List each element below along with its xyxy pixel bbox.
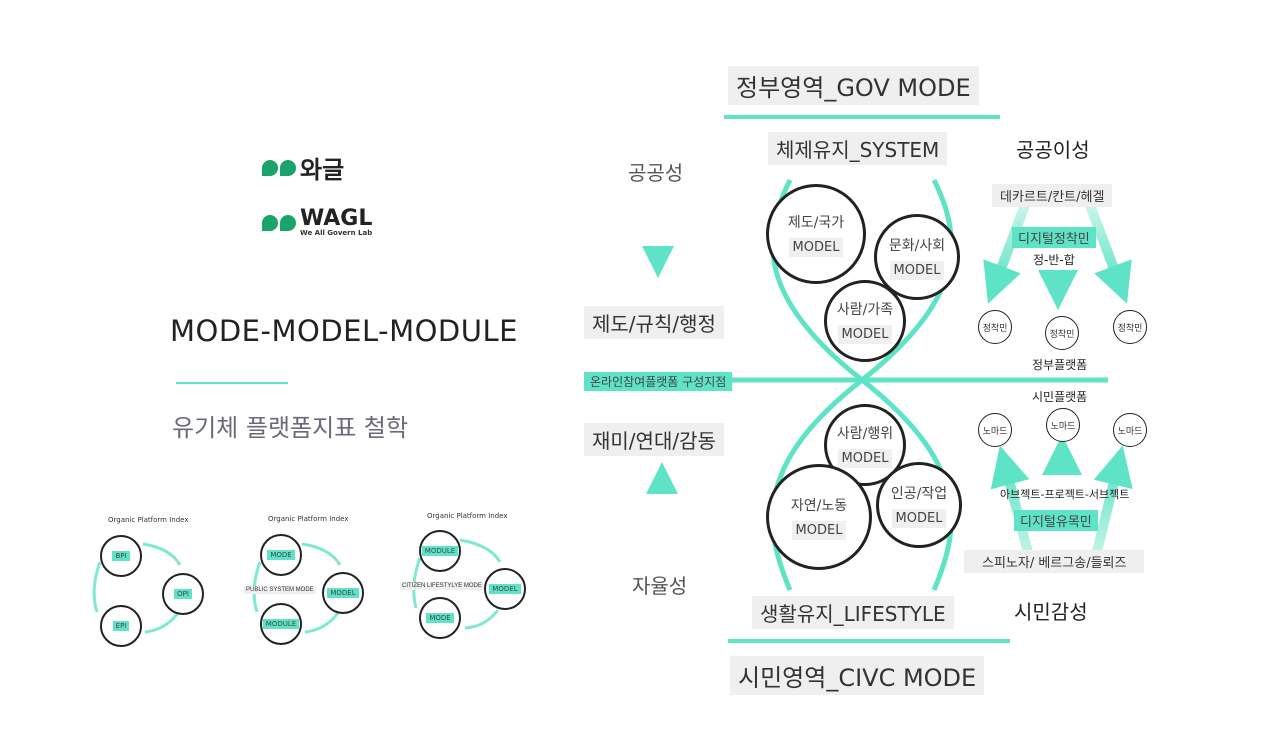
citizen-sensibility-label: 시민감성 xyxy=(1014,600,1088,624)
mini-label: PUBLIC SYSTEM MODE xyxy=(244,586,316,594)
system-label: 체제유지_SYSTEM xyxy=(768,132,948,165)
nomad-node: 노마드 xyxy=(1046,408,1080,442)
settler-node: 정착민 xyxy=(978,310,1012,344)
institution-label: 제도/규칙/행정 xyxy=(584,306,724,339)
mini-node: OPI xyxy=(162,573,204,615)
speech-bubble-icon xyxy=(280,159,296,176)
publicness-label: 공공성 xyxy=(628,161,684,185)
mini-node: BPI xyxy=(100,535,142,577)
subtitle: 유기체 플랫폼지표 철학 xyxy=(172,414,409,442)
philosophers-bottom: 스피노자/ 베르그송/들뢰즈 xyxy=(964,550,1145,573)
mini-node: MODEL xyxy=(484,568,526,610)
mini-node: MODULE xyxy=(419,530,461,572)
mini-node: MODULE xyxy=(260,603,302,645)
main-title: MODE-MODEL-MODULE xyxy=(170,314,518,348)
object-chain-label: 아브젝트-프로젝트-서브젝트 xyxy=(1000,488,1130,501)
settler-node: 정착민 xyxy=(1113,310,1147,344)
speech-bubble-icon xyxy=(280,214,296,231)
gov-platform-label: 정부플랫폼 xyxy=(1032,358,1088,372)
mini-node: EPI xyxy=(100,605,142,647)
nomad-node: 노마드 xyxy=(1113,413,1147,447)
lifestyle-label: 생활유지_LIFESTYLE xyxy=(752,596,954,629)
mini-node: MODE xyxy=(419,597,461,639)
wagl-logo-korean: 와글 xyxy=(262,150,344,185)
civic-mode-label: 시민영역_CIVC MODE xyxy=(730,656,985,695)
fun-label: 재미/연대/감동 xyxy=(584,423,724,456)
philosophers-top: 데카르트/칸트/헤겔 xyxy=(992,184,1113,207)
mini-title: Organic Platform Index xyxy=(268,515,349,523)
speech-bubble-icon xyxy=(262,159,278,176)
speech-bubble-icon xyxy=(262,214,278,231)
citizen-platform-label: 시민플랫폼 xyxy=(1032,390,1088,404)
digital-settler-tag: 디지털정착민 xyxy=(1012,227,1096,248)
dialectic-label: 정-반-합 xyxy=(1033,253,1075,267)
mini-title: Organic Platform Index xyxy=(108,516,189,524)
digital-nomad-tag: 디지털유목민 xyxy=(1014,510,1098,531)
mini-node: MODE xyxy=(260,534,302,576)
public-rationality-label: 공공이성 xyxy=(1016,138,1090,162)
autonomy-label: 자율성 xyxy=(632,574,688,598)
platform-point-label: 온라인참여플랫폼 구성지점 xyxy=(584,372,733,391)
settler-node: 정착민 xyxy=(1045,316,1079,350)
mini-node: MODEL xyxy=(322,572,364,614)
mini-title: Organic Platform Index xyxy=(427,512,508,520)
nomad-node: 노마드 xyxy=(978,413,1012,447)
mini-label: CITIZEN LIFESTYLYE MODE xyxy=(400,582,484,590)
gov-mode-label: 정부영역_GOV MODE xyxy=(728,66,979,105)
